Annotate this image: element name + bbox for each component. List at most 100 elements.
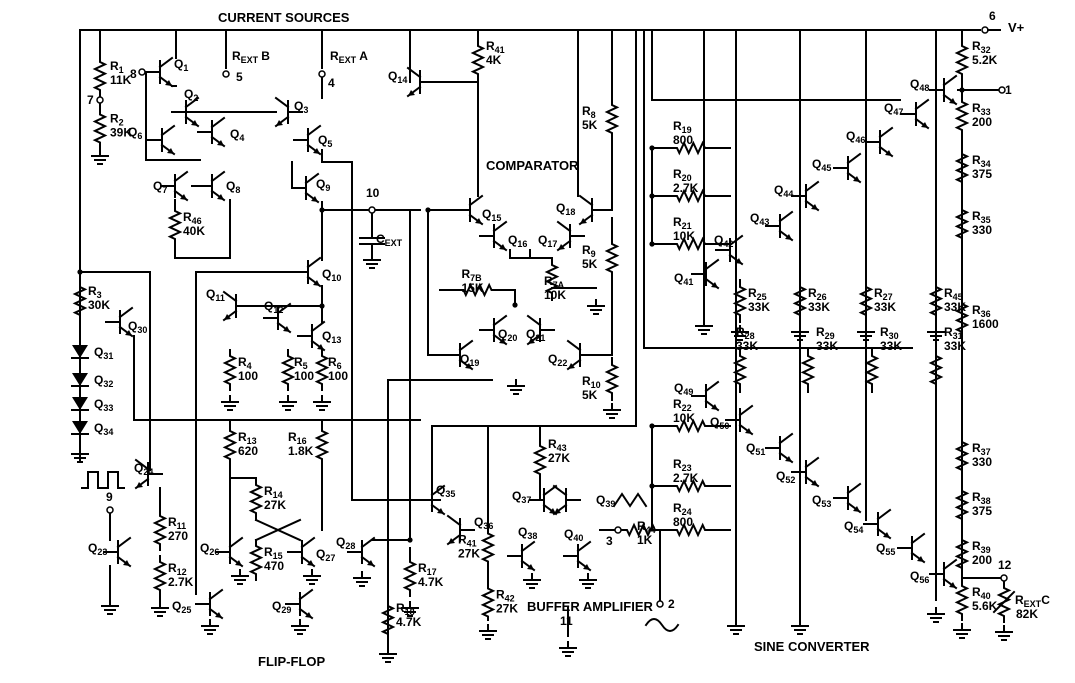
transistor-label: Q7 bbox=[153, 179, 167, 195]
pin-terminal bbox=[222, 70, 230, 78]
transistor-q27: Q27 bbox=[287, 536, 335, 568]
pin-3: 3 bbox=[606, 534, 613, 548]
resistor-value: 800 bbox=[673, 515, 693, 529]
ground-symbol bbox=[587, 299, 605, 315]
ground-symbol bbox=[303, 569, 321, 585]
wire bbox=[79, 271, 151, 471]
transistor-label: Q29 bbox=[272, 599, 291, 615]
transistor-label: Q21 bbox=[526, 327, 545, 343]
transistor-q11: Q11 bbox=[206, 287, 251, 322]
transistor-label: Q20 bbox=[498, 327, 517, 343]
resistor-value: 100 bbox=[294, 369, 314, 383]
transistor-label: Q44 bbox=[774, 183, 793, 199]
junction-dot bbox=[959, 87, 965, 93]
junction-dot bbox=[512, 302, 518, 308]
transistor-label: Q22 bbox=[548, 352, 567, 368]
transistor-label: Q45 bbox=[812, 157, 831, 173]
transistor-label: Q26 bbox=[200, 541, 219, 557]
wire bbox=[133, 335, 421, 421]
transistor-label: Q30 bbox=[128, 319, 147, 335]
transistor-q4: Q4 bbox=[197, 116, 244, 148]
transistor-q22: Q22 bbox=[548, 339, 595, 371]
pin-10: 10 bbox=[366, 186, 380, 200]
transistor-label: Q37 bbox=[512, 489, 531, 505]
transistor-label: Q15 bbox=[482, 207, 501, 223]
resistor-value: 470 bbox=[264, 559, 284, 573]
rext-c-label: REXTC bbox=[1015, 593, 1050, 609]
transistor-q24: Q24 bbox=[134, 458, 163, 490]
transistor-q55: Q55 bbox=[876, 532, 926, 564]
pin-terminal bbox=[656, 600, 664, 608]
diode-q31: Q31 bbox=[71, 345, 113, 361]
transistor-label: Q12 bbox=[264, 299, 283, 315]
resistor-value: 5.6K bbox=[972, 599, 998, 613]
transistor-q17: Q17 bbox=[538, 220, 585, 252]
ground-symbol bbox=[71, 447, 89, 463]
transistor-label: Q42 bbox=[714, 233, 733, 249]
resistor-value: 1.8K bbox=[288, 444, 314, 458]
resistor-value: 15K bbox=[462, 281, 484, 295]
resistor-label: R36 bbox=[972, 303, 991, 319]
resistor-label: R25 bbox=[748, 286, 767, 302]
ground-symbol bbox=[559, 641, 577, 657]
section-sine-converter: SINE CONVERTER bbox=[754, 639, 870, 654]
resistor-value: 375 bbox=[972, 504, 992, 518]
resistor-label: R1 bbox=[110, 59, 124, 75]
cext-label: CEXT bbox=[376, 232, 403, 248]
pin-8: 8 bbox=[130, 67, 137, 81]
resistor-value: 4K bbox=[486, 53, 502, 67]
resistor-label: R35 bbox=[972, 209, 991, 225]
ground-symbol bbox=[857, 325, 875, 341]
transistor-q44: Q44 bbox=[774, 180, 820, 212]
transistor-label: Q35 bbox=[436, 483, 455, 499]
transistor-q13: Q13 bbox=[297, 320, 341, 352]
section-flip-flop: FLIP-FLOP bbox=[258, 654, 325, 669]
transistor-q43: Q43 bbox=[750, 210, 794, 242]
pin-1: 1 bbox=[1005, 83, 1012, 97]
resistor-value: 5K bbox=[582, 388, 598, 402]
ground-symbol bbox=[291, 619, 309, 635]
resistor-label: R5 bbox=[294, 355, 308, 371]
ground-symbol bbox=[379, 647, 397, 663]
wire bbox=[321, 149, 441, 501]
transistor-q9: Q9 bbox=[291, 172, 330, 204]
pin-terminal bbox=[138, 68, 146, 76]
resistor-label: R16 bbox=[288, 430, 307, 446]
resistor-value: 33K bbox=[944, 300, 966, 314]
transistor-q29: Q29 bbox=[272, 588, 314, 620]
transistor-label: Q51 bbox=[746, 441, 765, 457]
transistor-q38: Q38 bbox=[507, 525, 537, 572]
wire bbox=[651, 29, 901, 101]
resistor-value: 200 bbox=[972, 553, 992, 567]
resistor-label: R21 bbox=[673, 215, 692, 231]
transistor-label: Q54 bbox=[844, 519, 863, 535]
rext-c-arrow bbox=[992, 590, 1016, 614]
resistor-value: 800 bbox=[673, 133, 693, 147]
transistor-label: Q46 bbox=[846, 129, 865, 145]
resistor-value: 30K bbox=[88, 298, 110, 312]
ground-symbol bbox=[279, 395, 297, 411]
resistor-label: R11 bbox=[168, 515, 186, 531]
ground-symbol bbox=[727, 619, 745, 635]
transistor-q26: Q26 bbox=[200, 536, 244, 568]
transistor-label: Q52 bbox=[776, 469, 795, 485]
resistor-value: 27K bbox=[458, 547, 480, 561]
transistor-q18: Q18 bbox=[556, 194, 607, 226]
resistor-label: R2 bbox=[110, 112, 124, 128]
